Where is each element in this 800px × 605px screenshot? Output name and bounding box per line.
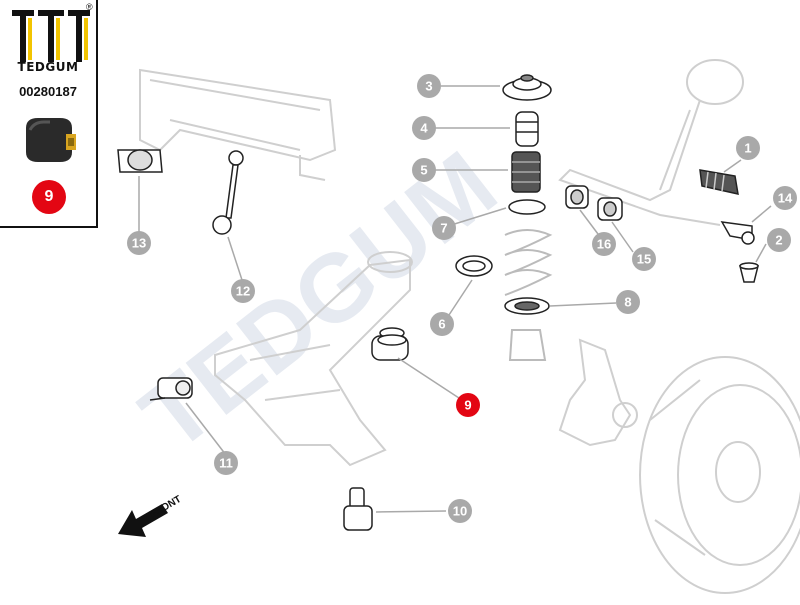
leader-lines	[138, 85, 772, 513]
ball-joint-bushing-part	[343, 487, 373, 531]
callout-3[interactable]: 3	[417, 74, 441, 98]
bearing-part	[455, 255, 493, 277]
callout-15[interactable]: 15	[632, 247, 656, 271]
callout-10[interactable]: 10	[448, 499, 472, 523]
steering-boot-part	[699, 169, 739, 195]
rack-bushing-16-part	[565, 185, 589, 209]
callout-11[interactable]: 11	[214, 451, 238, 475]
callout-number: 12	[236, 284, 250, 299]
spring-seat-part	[504, 297, 550, 315]
callout-circle[interactable]	[127, 231, 151, 255]
callout-circle[interactable]	[773, 186, 797, 210]
control-arm-bushing-part	[371, 327, 409, 361]
callout-12[interactable]: 12	[231, 279, 255, 303]
callout-8[interactable]: 8	[616, 290, 640, 314]
stabilizer-link-part	[212, 150, 244, 235]
stabilizer-bushing-part	[117, 149, 163, 173]
callout-circle[interactable]	[767, 228, 791, 252]
callout-circle[interactable]	[592, 232, 616, 256]
brand-name: TEDGUM	[17, 60, 79, 74]
callout-number: 7	[440, 221, 447, 236]
callout-1[interactable]: 1	[736, 136, 760, 160]
callout-circle[interactable]	[412, 116, 436, 140]
callout-number: 6	[438, 317, 445, 332]
callout-circle[interactable]	[231, 279, 255, 303]
callout-circle[interactable]	[736, 136, 760, 160]
watermark-text: TEDGUM	[122, 131, 516, 471]
front-direction-arrow: FRONT	[118, 494, 183, 537]
callout-number: 15	[637, 252, 651, 267]
callout-number: 4	[420, 121, 428, 136]
callout-circle[interactable]	[430, 312, 454, 336]
callout-7[interactable]: 7	[432, 216, 456, 240]
callout-number: 9	[464, 398, 471, 413]
callout-number: 5	[420, 163, 427, 178]
coil-spring-outline	[504, 229, 553, 296]
callout-circle[interactable]	[616, 290, 640, 314]
callout-14[interactable]: 14	[773, 186, 797, 210]
steering-linkage-outline	[558, 59, 744, 226]
callout-number: 8	[624, 295, 631, 310]
rack-bushing-15-part	[597, 197, 623, 221]
callout-16[interactable]: 16	[592, 232, 616, 256]
callout-9[interactable]: 9	[456, 393, 480, 417]
callout-number: 3	[425, 79, 432, 94]
callout-2[interactable]: 2	[767, 228, 791, 252]
ball-joint-boot-part	[739, 262, 759, 283]
bushing-thumbnail-icon	[26, 118, 76, 162]
knuckle-outline	[558, 338, 638, 447]
callout-circle[interactable]	[214, 451, 238, 475]
callout-circle[interactable]	[448, 499, 472, 523]
callout-circle[interactable]	[456, 393, 480, 417]
tie-rod-end-part	[720, 221, 755, 245]
callout-number: 14	[778, 191, 793, 206]
front-bushing-part	[149, 377, 193, 401]
highlighted-callout-badge[interactable]: 9	[32, 180, 66, 214]
callout-4[interactable]: 4	[412, 116, 436, 140]
washer-part	[508, 199, 546, 215]
strut-body-outline	[508, 329, 547, 361]
callout-number: 13	[132, 236, 146, 251]
control-arm-outline	[214, 251, 413, 467]
callout-circle[interactable]	[417, 74, 441, 98]
callout-13[interactable]: 13	[127, 231, 151, 255]
callout-circle[interactable]	[432, 216, 456, 240]
callout-number: 16	[597, 237, 611, 252]
callout-6[interactable]: 6	[430, 312, 454, 336]
callout-circle[interactable]	[632, 247, 656, 271]
callout-number: 2	[775, 233, 782, 248]
callout-circle[interactable]	[412, 158, 436, 182]
part-number: 00280187	[19, 84, 77, 99]
registered-mark: ®	[86, 2, 93, 12]
callout-5[interactable]: 5	[412, 158, 436, 182]
callout-number: 11	[219, 456, 233, 471]
bump-stop-part	[515, 111, 539, 147]
product-info-panel: ® TEDGUM 00280187 9	[0, 0, 98, 228]
stabilizer-bar-outline	[139, 68, 337, 181]
tedgum-logo-icon	[12, 10, 90, 62]
strut-mount-part	[502, 74, 552, 101]
wheel-outline	[639, 356, 800, 594]
dust-boot-part	[511, 151, 541, 193]
front-label: FRONT	[148, 494, 183, 521]
callout-number: 10	[453, 504, 467, 519]
callout-number: 1	[744, 141, 751, 156]
